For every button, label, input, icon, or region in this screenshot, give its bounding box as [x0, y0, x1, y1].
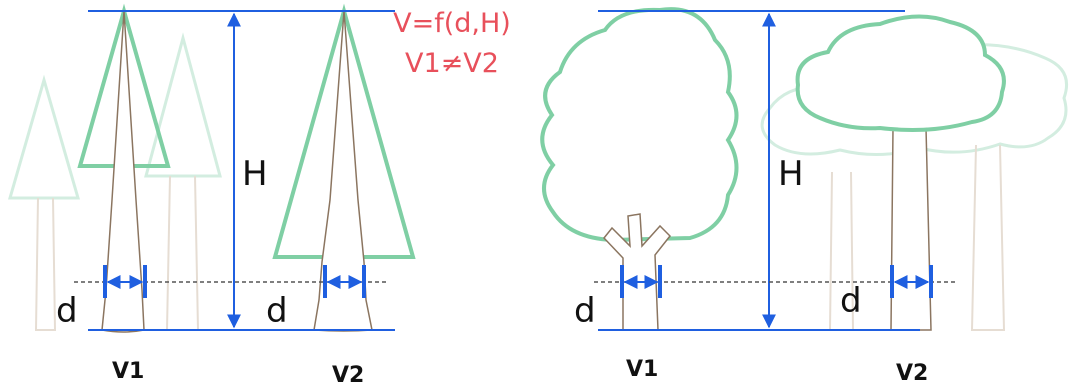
tree-label-v2-left: V2	[332, 363, 364, 387]
tree-label-v2-right: V2	[896, 361, 928, 386]
tree-label-v1-left: V1	[112, 359, 144, 384]
diameter-measure-v2-right	[890, 265, 933, 298]
conifer-panel: H d d V1 V2	[8, 3, 416, 388]
diameter-label-v2-left: d	[266, 291, 288, 331]
conifer-v1	[77, 3, 171, 333]
formula-line-1: V=f(d,H)	[393, 8, 511, 39]
broadleaf-v1	[540, 7, 739, 331]
background-conifer-left	[8, 74, 80, 331]
formula: V=f(d,H) V1≠V2	[393, 8, 511, 79]
formula-line-2: V1≠V2	[405, 48, 499, 79]
broadleaf-panel: H d d V1 V2	[540, 7, 1069, 386]
background-conifer-right	[144, 32, 222, 331]
diameter-measure-v1-left	[103, 265, 147, 298]
height-label-left: H	[242, 154, 268, 194]
diameter-label-v1-right: d	[574, 291, 596, 331]
diameter-measure-v2-left	[323, 265, 366, 298]
diameter-label-v1-left: d	[56, 291, 78, 331]
diameter-label-v2-right: d	[840, 281, 862, 321]
tree-label-v1-right: V1	[626, 357, 658, 382]
height-label-right: H	[778, 154, 804, 194]
diameter-measure-v1-right	[620, 265, 662, 298]
